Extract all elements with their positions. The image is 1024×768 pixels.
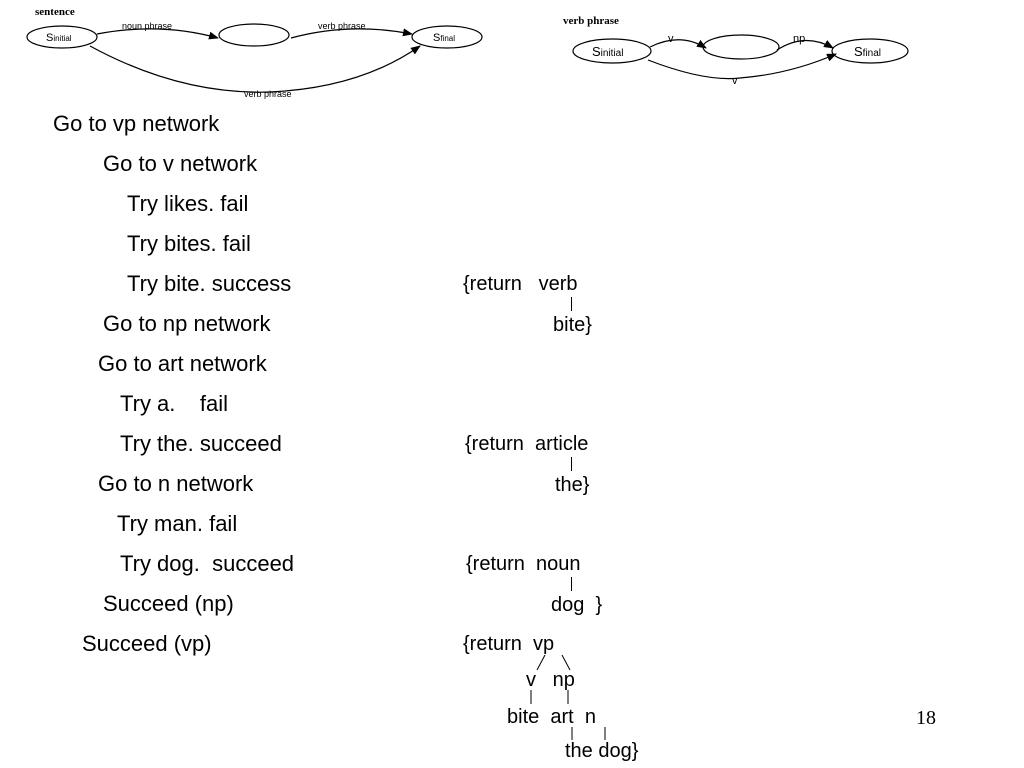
arc-label-np: np — [793, 33, 805, 45]
verb-phrase-network — [572, 34, 909, 80]
sentence-start-node — [26, 25, 98, 49]
network-diagrams: Sinitial Sfinal noun phrase verb phrase … — [26, 21, 909, 99]
trace-line: Try likes. fail — [127, 191, 249, 216]
sentence-final-label: Sfinal — [433, 32, 455, 44]
vp-start-label: Sinitial — [592, 44, 623, 59]
return-verb-leaf: bite} — [553, 314, 592, 336]
arc-label-verb-phrase-top: verb phrase — [318, 21, 366, 31]
trace-line: Try the. succeed — [120, 431, 282, 456]
return-article-leaf: the} — [555, 474, 590, 496]
return-vp-leaves: bite art n — [507, 706, 596, 728]
trace-line: Try dog. succeed — [120, 551, 295, 576]
trace-line: Go to n network — [98, 471, 254, 496]
return-verb-connector — [571, 297, 572, 311]
arc-label-v-top: v — [668, 33, 674, 45]
sentence-network-title: sentence — [35, 6, 75, 18]
vp-arc-np — [776, 39, 834, 51]
return-vp-head: {return vp — [463, 633, 555, 655]
trace-line: Try a. fail — [120, 391, 228, 416]
trace-line: Go to v network — [103, 151, 258, 176]
trace-line: Go to np network — [103, 311, 271, 336]
trace-line: Succeed (np) — [103, 591, 234, 616]
page-number: 18 — [916, 707, 936, 729]
arc-label-v-bottom: v — [732, 75, 738, 87]
vp-start-node — [572, 38, 652, 64]
sentence-final-node — [411, 25, 483, 49]
vp-arc-v-bottom — [647, 53, 837, 80]
vp-final-node — [831, 38, 909, 64]
vp-arc-v-top — [649, 39, 707, 49]
trace-line: Try man. fail — [117, 511, 238, 536]
trace-line: Go to art network — [98, 351, 267, 376]
sentence-network — [26, 23, 483, 93]
trace-line: Try bites. fail — [127, 231, 251, 256]
return-vp-bottom: the dog} — [565, 740, 639, 762]
sentence-arc-noun-phrase — [96, 28, 219, 40]
return-vp-children: v np — [526, 669, 575, 691]
vp-final-label: Sfinal — [854, 44, 881, 59]
return-article-connector — [571, 457, 572, 471]
arc-label-verb-phrase-bottom: verb phrase — [244, 89, 292, 99]
vp-middle-node — [702, 34, 780, 60]
sentence-middle-node — [218, 23, 290, 47]
return-verb-head: {return verb — [463, 273, 578, 295]
return-noun-connector — [571, 577, 572, 591]
trace-line: Succeed (vp) — [82, 631, 212, 656]
trace-line: Try bite. success — [127, 271, 292, 296]
arc-label-noun-phrase: noun phrase — [122, 21, 172, 31]
return-noun-head: {return noun — [466, 553, 581, 575]
sentence-start-label: Sinitial — [46, 32, 72, 44]
return-noun-leaf: dog } — [551, 594, 603, 616]
sentence-arc-verb-phrase-top — [290, 28, 413, 39]
verb-phrase-network-title: verb phrase — [563, 15, 619, 27]
sentence-arc-verb-phrase-bottom — [89, 45, 421, 93]
trace-line: Go to vp network — [53, 111, 220, 136]
return-article-head: {return article — [465, 433, 589, 455]
